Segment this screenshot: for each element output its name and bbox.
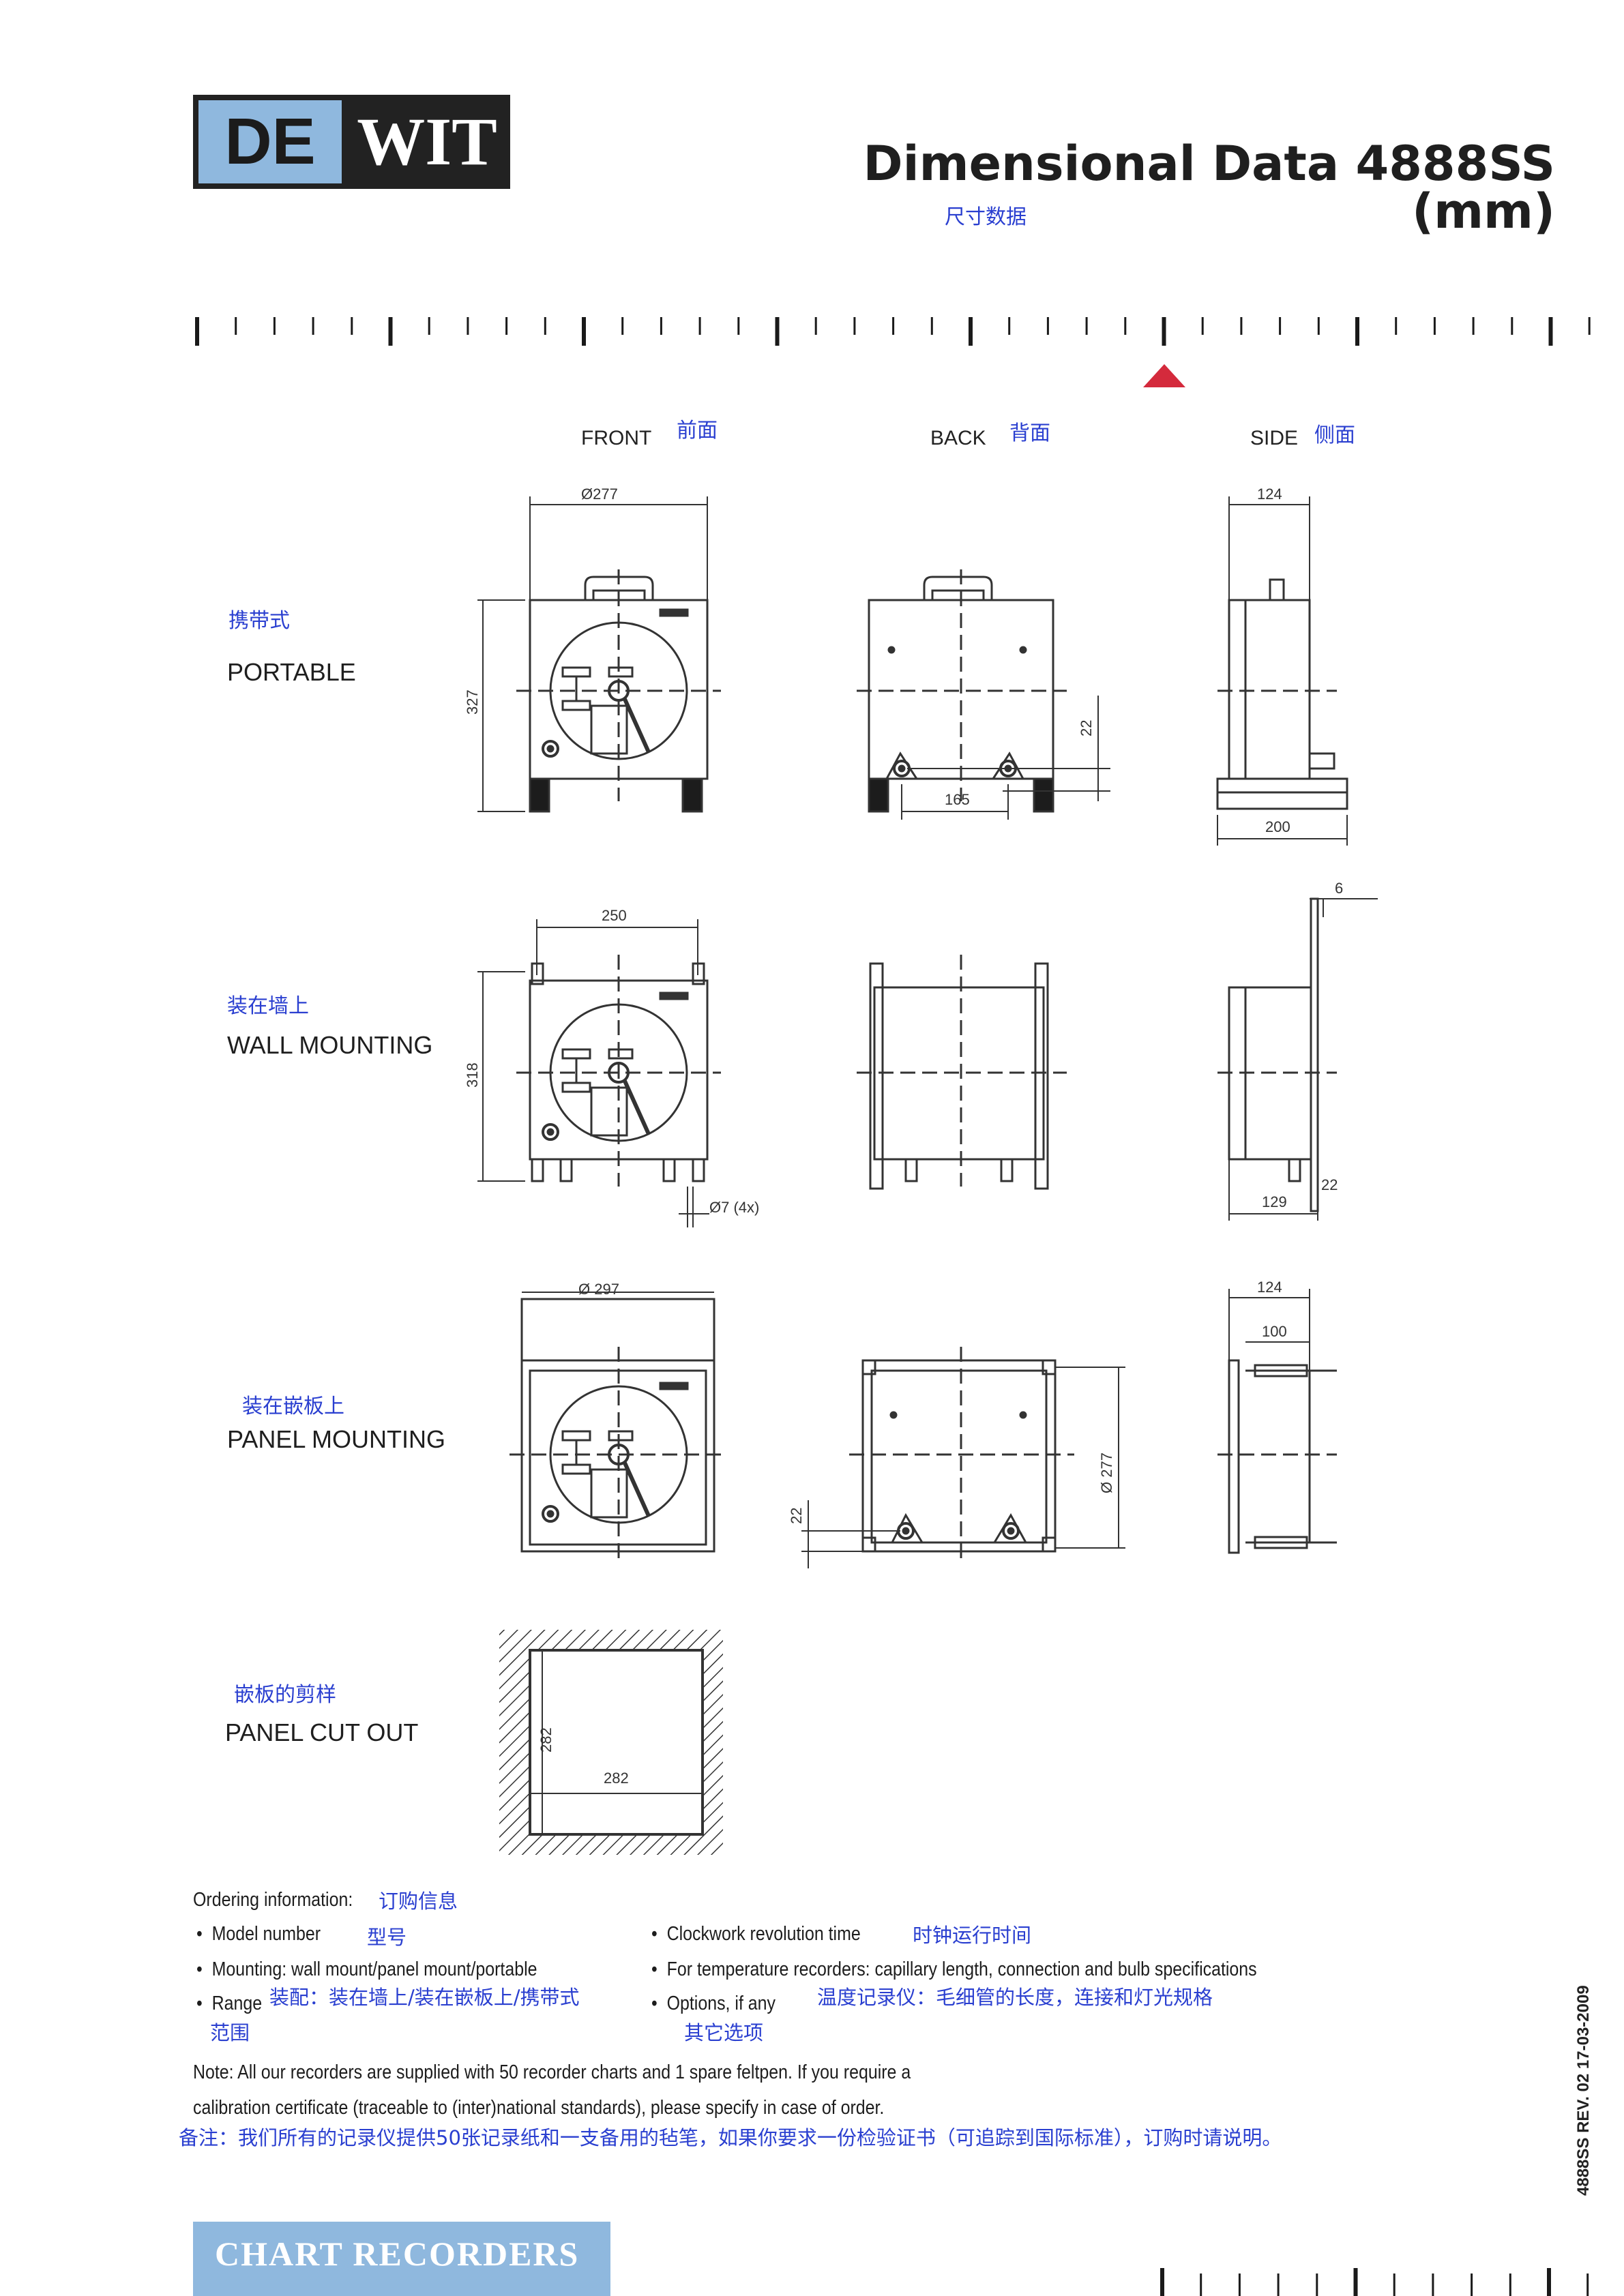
ordering-item-mounting-text: Mounting: wall mount/panel mount/portabl… (211, 1958, 537, 1980)
wall-side-depth-dim: 129 (1262, 1193, 1287, 1210)
panel-back-height-dim: Ø 277 (1098, 1452, 1115, 1493)
panel-front-width-dim: Ø 297 (578, 1281, 619, 1298)
panel-cutout-label-cn: 嵌板的剪样 (234, 1683, 336, 1707)
dewit-logo: DE WIT (193, 95, 510, 189)
wall-hole-dim: Ø7 (4x) (709, 1199, 759, 1216)
cutout-width-dim: 282 (604, 1770, 629, 1787)
portable-back-spacing-dim: 165 (945, 791, 970, 808)
panel-mounting-label-cn: 装在嵌板上 (242, 1395, 344, 1418)
logo-wit: WIT (357, 104, 497, 179)
ordering-note-cn: 备注：我们所有的记录仪提供50张记录纸和一支备用的毡笔，如果你要求一份检验证书（… (179, 2126, 1282, 2149)
ordering-item-range: • Range (196, 1993, 263, 2014)
portable-side-top-dim: 124 (1257, 486, 1282, 503)
ordering-note-line1: Note: All our recorders are supplied wit… (193, 2061, 911, 2083)
panel-back-offset-dim: 22 (788, 1508, 805, 1524)
front-view-label-cn: 前面 (677, 419, 718, 443)
portable-label: PORTABLE (227, 658, 356, 686)
wall-front-width-dim: 250 (602, 907, 627, 924)
ordering-item-model: • Model number (196, 1923, 321, 1945)
page-title: Dimensional Data 4888SS (mm) (863, 136, 1555, 239)
wall-front-height-dim: 318 (464, 1062, 481, 1088)
revision-label: 4888SS REV. 02 17-03-2009 (1574, 1985, 1593, 2196)
ordering-item-model-text: Model number (211, 1923, 321, 1945)
ordering-heading-cn: 订购信息 (379, 1890, 458, 1913)
back-view-label-cn: 背面 (1009, 421, 1050, 445)
ordering-item-model-cn: 型号 (367, 1926, 407, 1949)
ordering-item-options: • Options, if any (651, 1993, 776, 2014)
chart-recorders-banner-text: CHART RECORDERS (215, 2235, 580, 2273)
page-title-cn: 尺寸数据 (945, 205, 1027, 229)
ordering-item-temperature-text: For temperature recorders: capillary len… (666, 1958, 1257, 1980)
ordering-item-options-text: Options, if any (666, 1993, 776, 2014)
cutout-height-dim: 282 (537, 1727, 555, 1753)
ordering-heading: Ordering information: (193, 1889, 353, 1911)
side-view-label-cn: 侧面 (1314, 423, 1355, 447)
ordering-item-mounting-cn: 装配：装在墙上/装在嵌板上/携带式 (269, 1986, 580, 2009)
ordering-item-clockwork: • Clockwork revolution time (651, 1923, 861, 1945)
page-position-marker (1143, 364, 1185, 387)
ordering-item-options-cn: 其它选项 (684, 2021, 764, 2044)
wall-side-offset-dim: 22 (1321, 1176, 1338, 1193)
portable-side-base-dim: 200 (1265, 818, 1290, 835)
ordering-item-range-text: Range (211, 1993, 263, 2014)
bottom-ruler (1160, 2268, 1589, 2296)
portable-label-cn: 携带式 (228, 609, 290, 633)
ordering-item-clockwork-text: Clockwork revolution time (666, 1923, 861, 1945)
front-view-label: FRONT (581, 427, 652, 449)
portable-back-offset-dim: 22 (1078, 720, 1095, 736)
wall-mounting-label: WALL MOUNTING (227, 1031, 433, 1059)
wall-mounting-label-cn: 装在墙上 (227, 994, 309, 1018)
wall-side-top-dim: 6 (1335, 880, 1343, 897)
ordering-note-line2: calibration certificate (traceable to (i… (193, 2097, 885, 2119)
portable-front-height-dim: 327 (464, 689, 481, 715)
chart-recorders-banner: CHART RECORDERS (193, 2222, 610, 2296)
panel-side-inner-dim: 100 (1262, 1323, 1287, 1340)
panel-cutout-label: PANEL CUT OUT (225, 1718, 419, 1746)
panel-mounting-label: PANEL MOUNTING (227, 1425, 446, 1453)
ordering-item-temperature-cn: 温度记录仪：毛细管的长度，连接和灯光规格 (817, 1986, 1213, 2009)
portable-front-width-dim: Ø277 (581, 486, 618, 503)
ordering-item-range-cn: 范围 (210, 2021, 250, 2044)
ordering-item-clockwork-cn: 时钟运行时间 (913, 1924, 1032, 1947)
logo-de: DE (198, 100, 342, 183)
panel-side-outer-dim: 124 (1257, 1279, 1282, 1296)
back-view-label: BACK (930, 427, 986, 449)
ordering-item-temperature: • For temperature recorders: capillary l… (651, 1958, 1257, 1980)
page-ruler (195, 317, 1591, 346)
side-view-label: SIDE (1250, 427, 1299, 449)
ordering-item-mounting: • Mounting: wall mount/panel mount/porta… (196, 1958, 537, 1980)
